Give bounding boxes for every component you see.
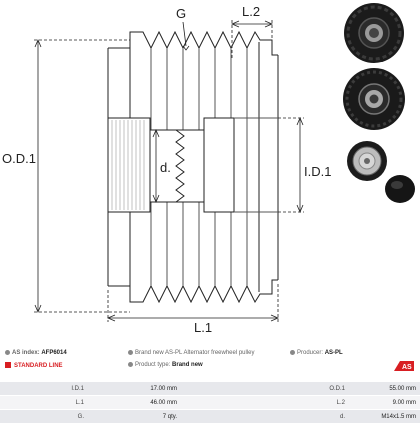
spec-table: I.D.1 17.00 mm O.D.1 55.00 mm L.1 46.00 … xyxy=(0,382,420,424)
spec-key: d. xyxy=(181,409,349,424)
spec-key: G. xyxy=(0,409,88,424)
pulley-with-cap-icon xyxy=(347,141,415,203)
producer: Producer: AS-PL xyxy=(290,350,343,356)
standard-line: STANDARD LINE xyxy=(5,362,63,369)
pulley-side-icon xyxy=(343,68,405,130)
label-l1: L.1 xyxy=(194,320,212,335)
info-dot-icon xyxy=(290,350,295,355)
info-row-1: AS index: AFP6014 Brand new AS-PL Altern… xyxy=(0,347,420,359)
spec-value: 46.00 mm xyxy=(88,395,181,410)
info-dot-icon xyxy=(128,362,133,367)
product-description: Brand new AS-PL Alternator freewheel pul… xyxy=(128,350,255,356)
label-l2: L.2 xyxy=(242,4,260,19)
spec-key: I.D.1 xyxy=(0,382,88,396)
spec-value: 17.00 mm xyxy=(88,382,181,396)
spec-value: 9.00 mm xyxy=(349,395,420,410)
pulley-technical-drawing: G L.2 O.D.1 I.D.1 d. L.1 xyxy=(2,4,331,335)
label-d: d. xyxy=(160,160,171,175)
table-row: L.1 46.00 mm L.2 9.00 mm xyxy=(0,395,420,410)
checkbox-icon xyxy=(5,362,11,368)
table-row: I.D.1 17.00 mm O.D.1 55.00 mm xyxy=(0,382,420,396)
label-od1: O.D.1 xyxy=(2,151,36,166)
product-info: AS index: AFP6014 Brand new AS-PL Altern… xyxy=(0,347,420,373)
info-row-2: STANDARD LINE Product type: Brand new xyxy=(0,359,420,371)
svg-text:AS: AS xyxy=(402,364,412,371)
label-g: G xyxy=(176,6,186,21)
spec-value: 7 qty. xyxy=(88,409,181,424)
info-dot-icon xyxy=(5,350,10,355)
product-photos xyxy=(343,3,415,203)
spec-value: M14x1.5 mm xyxy=(349,409,420,424)
table-row: G. 7 qty. d. M14x1.5 mm xyxy=(0,409,420,424)
spec-key: O.D.1 xyxy=(181,382,349,396)
pulley-profile xyxy=(107,30,279,304)
as-pl-logo: AS xyxy=(394,361,414,371)
label-id1: I.D.1 xyxy=(304,164,331,179)
as-index: AS index: AFP6014 xyxy=(5,350,67,356)
product-type: Product type: Brand new xyxy=(128,362,203,368)
spec-key: L.2 xyxy=(181,395,349,410)
pulley-front-icon xyxy=(344,3,404,63)
spec-value: 55.00 mm xyxy=(349,382,420,396)
dimension-lines xyxy=(34,20,304,322)
info-dot-icon xyxy=(128,350,133,355)
spec-key: L.1 xyxy=(0,395,88,410)
